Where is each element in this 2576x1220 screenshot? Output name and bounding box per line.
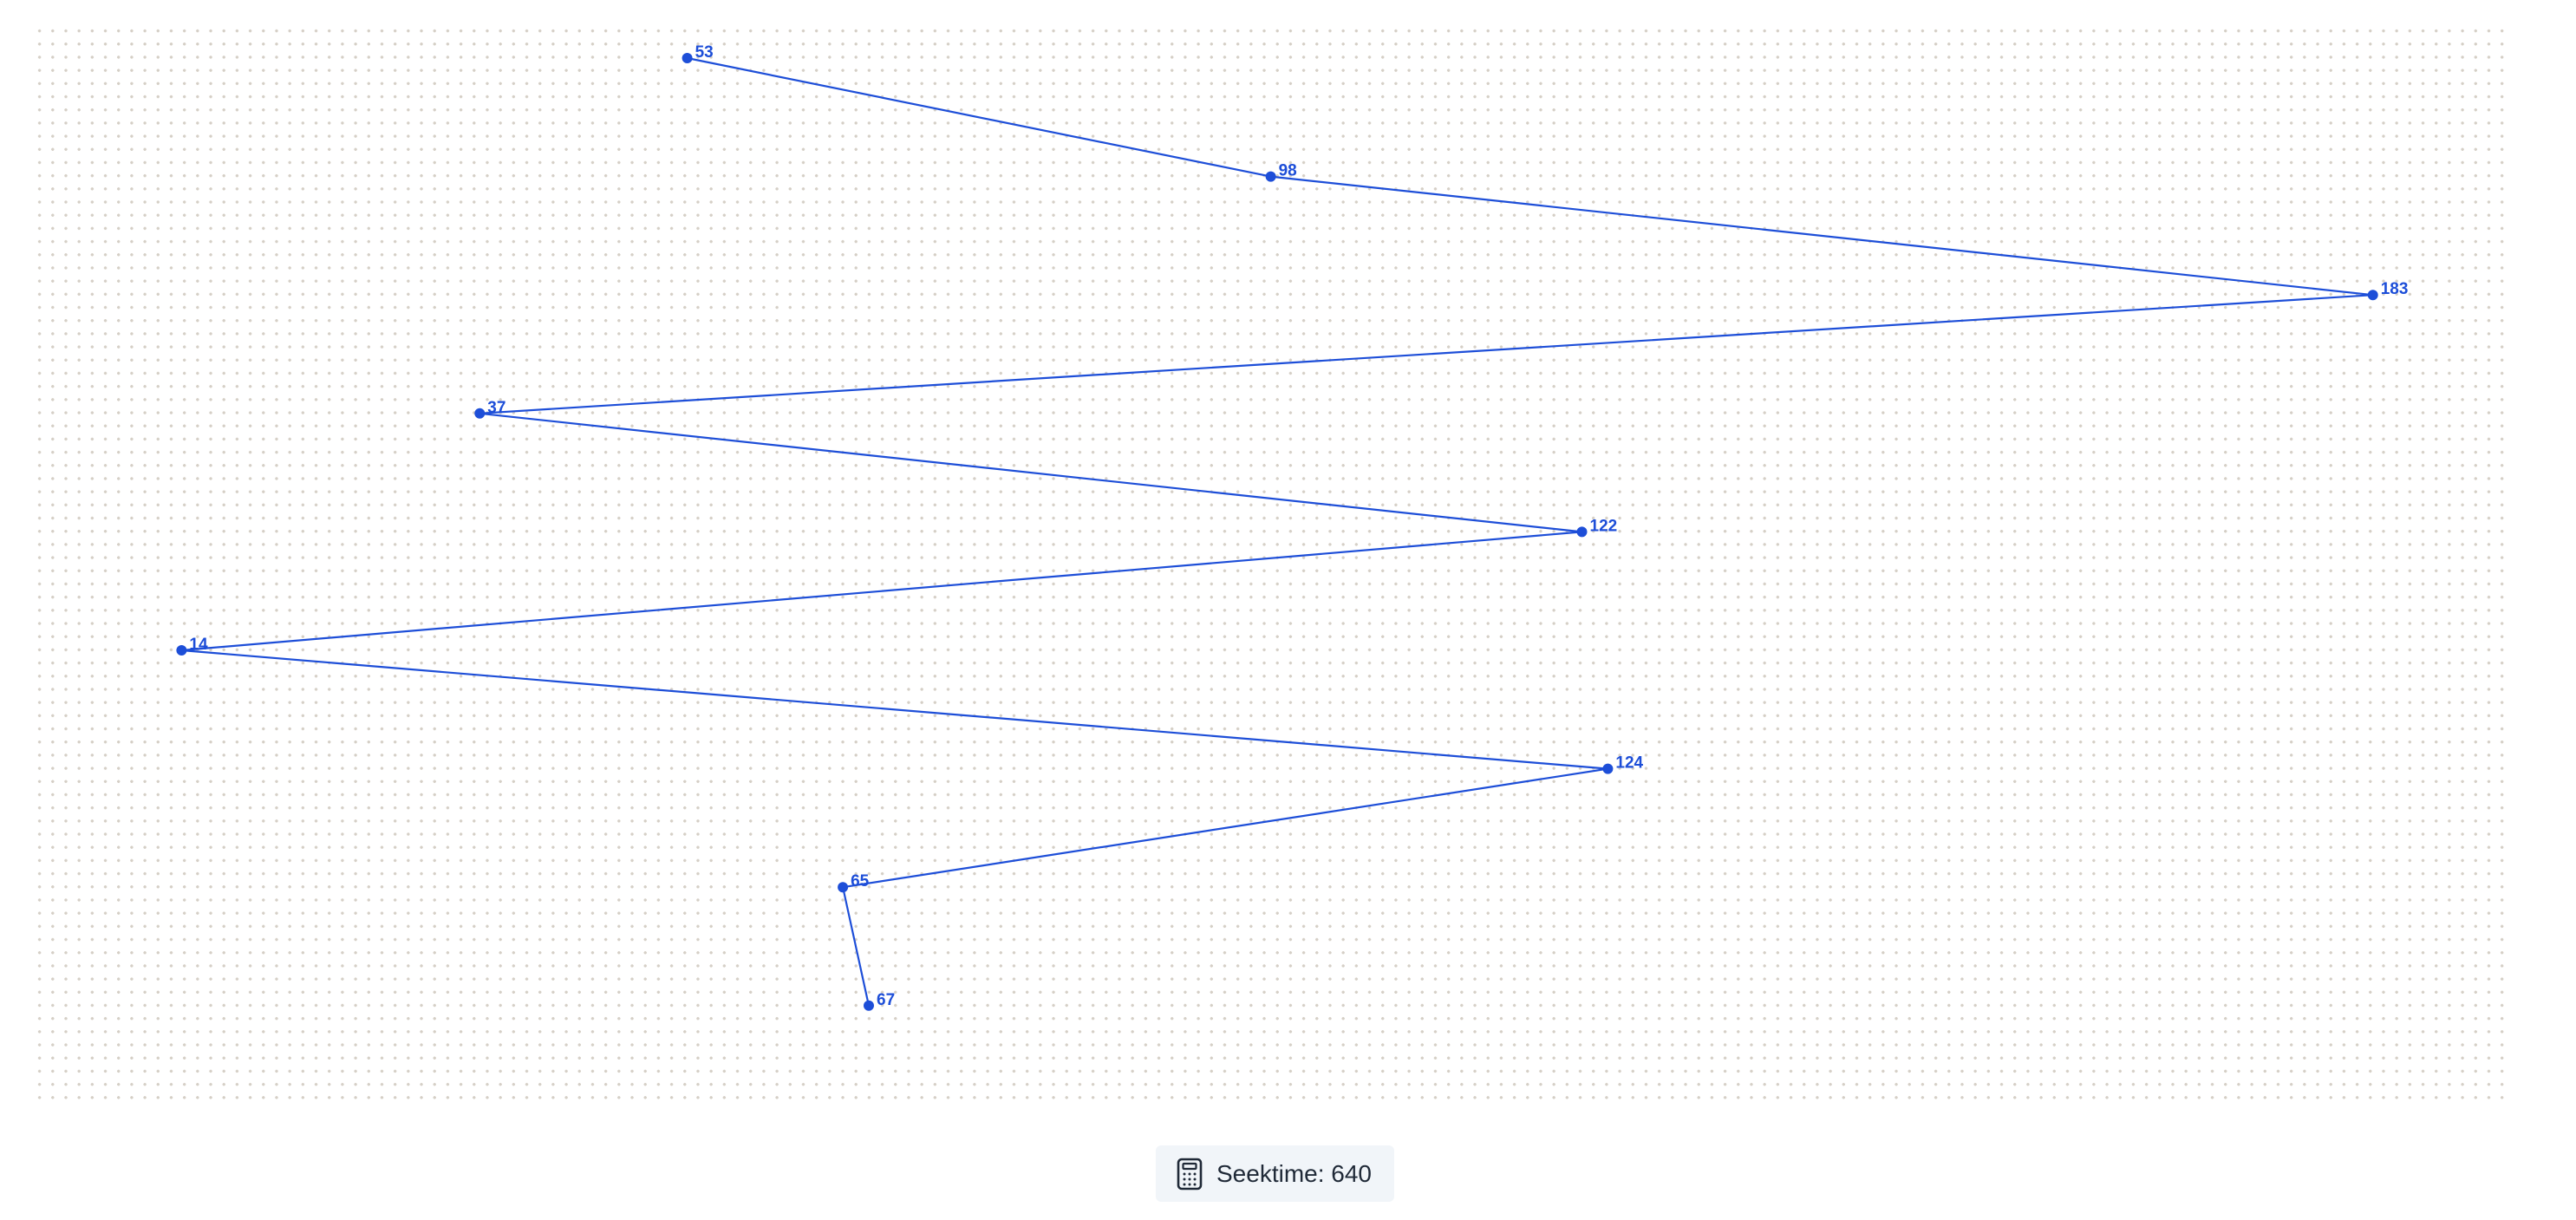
seek-point-122 [1576,526,1588,538]
seek-point-label-37: 37 [487,399,505,417]
seek-point-label-53: 53 [695,43,714,62]
seek-point-label-124: 124 [1615,754,1643,773]
seek-point-183 [2367,290,2378,301]
seek-point-label-14: 14 [189,636,208,654]
seek-point-98 [1265,171,1276,182]
seektime-value: 640 [1331,1159,1372,1187]
seek-point-37 [474,408,486,419]
calculator-icon [1175,1157,1204,1191]
seek-path-line [180,56,2374,1007]
seek-point-label-122: 122 [1590,517,1618,535]
seek-point-53 [681,53,693,63]
dotted-grid-background [33,24,2506,1099]
seek-point-label-98: 98 [1279,162,1297,180]
seek-point-124 [1602,763,1614,774]
seektime-text: Seektime: 640 [1216,1160,1372,1188]
seektime-badge: Seektime: 640 [1156,1145,1394,1202]
seek-point-14 [176,645,187,656]
seek-point-label-67: 67 [877,991,895,1009]
seek-point-65 [838,882,849,893]
seek-point-label-183: 183 [2381,280,2409,298]
seek-point-67 [864,1000,874,1011]
seektime-label: Seektime: [1216,1159,1325,1187]
seek-point-label-65: 65 [851,872,870,891]
